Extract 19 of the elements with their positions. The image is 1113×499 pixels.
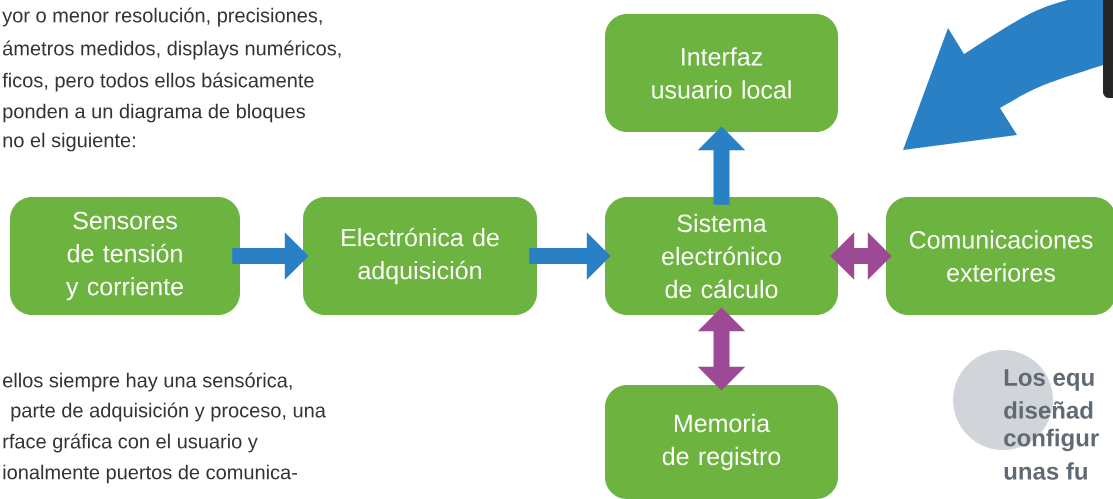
note-text: configur: [1004, 428, 1099, 452]
process-box: Electrónica de adquisición: [303, 197, 537, 315]
body-text: no el siguiente:: [3, 132, 135, 152]
body-text: rface gráfica con el usuario y: [3, 433, 258, 453]
note-text: unas fu: [1004, 462, 1087, 480]
process-box: Sistema electrónico de cálculo: [605, 197, 838, 315]
note-text: diseñad: [1004, 401, 1093, 419]
process-box: Sensores de tensión y corriente: [10, 197, 240, 315]
body-text: ellos siempre hay una sensórica,: [3, 372, 292, 392]
body-text: ionalmente puertos de comunica-: [3, 464, 297, 484]
body-text: ponden a un diagrama de bloques: [3, 103, 305, 123]
process-box: Memoria de registro: [605, 385, 838, 499]
note-text: Los equ: [1004, 369, 1094, 391]
body-text: ámetros medidos, displays numéricos,: [3, 40, 341, 60]
body-text: yor o menor resolución, precisiones,: [2, 7, 322, 27]
body-text: ficos, pero todos ellos básicamente: [2, 72, 314, 92]
process-box: Comunicaciones exteriores: [886, 197, 1113, 315]
process-box: Interfaz usuario local: [605, 14, 838, 132]
body-text: parte de adquisición y proceso, una: [11, 402, 326, 422]
